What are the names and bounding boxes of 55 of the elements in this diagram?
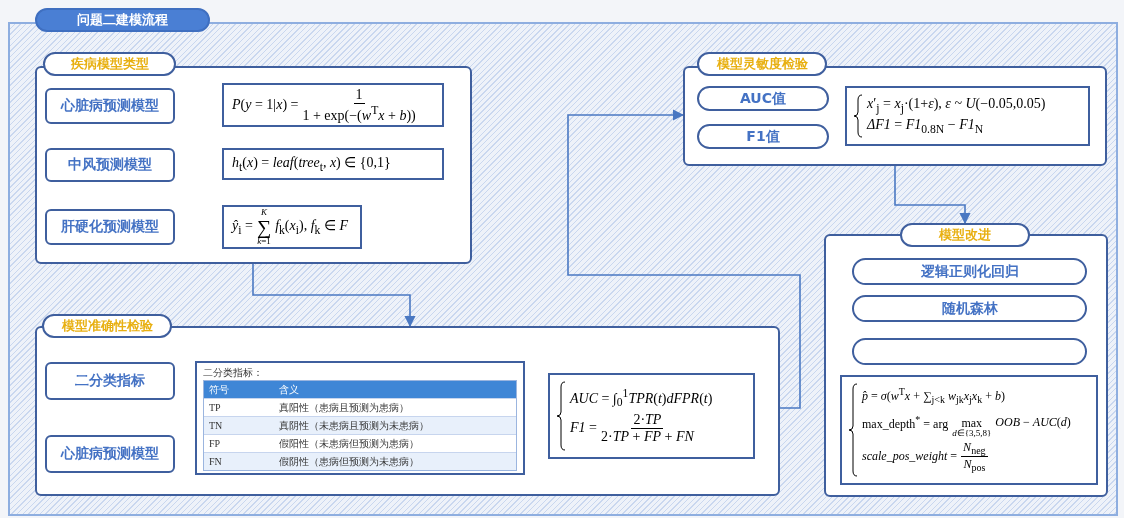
formula-box xyxy=(840,375,1098,485)
formula-text: F1 = xyxy=(570,420,597,437)
formula-text: 2·TP xyxy=(631,411,664,429)
method-pill: AUC值 xyxy=(697,86,829,111)
section-tab: 模型灵敏度检验 xyxy=(697,52,827,76)
model-box: 二分类指标 xyxy=(45,362,175,400)
formula-text: k=1 xyxy=(257,237,271,246)
formula-text: AUC = ∫$_{0}$$^{1}$TPR(t)dFPR(t) xyxy=(570,387,713,410)
arrow xyxy=(567,109,801,409)
formula-text: ŷ$_{i}$ = xyxy=(232,217,253,237)
table-header-cell: 含义 xyxy=(274,381,516,398)
formula-box xyxy=(222,148,444,180)
method-pill: F1值 xyxy=(697,124,829,149)
table-cell: 假阴性（患病但预测为未患病） xyxy=(274,452,516,470)
formula-text: N$_{pos}$ xyxy=(963,457,986,474)
section-tab: 疾病模型类型 xyxy=(43,52,176,76)
model-box: 心脏病预测模型 xyxy=(45,88,175,124)
title-tab: 问题二建模流程 xyxy=(35,8,210,32)
table-caption: 二分类指标： xyxy=(203,366,264,380)
formula-text: d∈{3,5,8} xyxy=(952,428,992,438)
table-panel xyxy=(195,361,525,475)
method-pill: 随机森林 xyxy=(852,295,1087,322)
model-box: 肝硬化预测模型 xyxy=(45,209,175,245)
formula-box xyxy=(548,373,755,459)
formula-text: N$_{neg}$ xyxy=(961,439,988,458)
section-tab: 模型准确性检验 xyxy=(42,314,172,338)
formula-text: 1 xyxy=(353,86,365,104)
formula-text: OOB − AUC(d) xyxy=(995,415,1071,431)
arrow xyxy=(894,165,971,225)
formula-box xyxy=(845,86,1090,146)
table-cell: FN xyxy=(204,452,274,470)
table-cell: 真阴性（未患病且预测为未患病） xyxy=(274,416,516,434)
formula-text: P(y = 1|x) = xyxy=(232,97,299,113)
arrow xyxy=(252,263,416,328)
formula-text: max_depth$^{*}$ = arg xyxy=(862,413,949,432)
table-cell: TN xyxy=(204,416,274,434)
formula-text: x′$_{j}$ = x$_{j}$·(1+ε), ε ~ U(−0.05,0.05) xyxy=(867,96,1046,115)
formula-text: ΔF1 = F1$_{0.8N}$ − F1$_{N}$ xyxy=(867,117,984,136)
formula-text: 1 + exp(−(w$^{T}$x + b)) xyxy=(302,103,416,124)
model-box: 中风预测模型 xyxy=(45,148,175,182)
method-pill xyxy=(852,338,1087,365)
formula-text: max xyxy=(961,416,983,429)
formula-text: p̂ = σ(w$^{T}$x + ∑$_{j<k}$ w$_{jk}$x$_{j}$x$_{k}$ + b) xyxy=(862,386,1005,406)
formula-box xyxy=(222,83,444,127)
formula-box xyxy=(222,205,362,249)
method-pill: 逻辑正则化回归 xyxy=(852,258,1087,285)
table-header-cell: 符号 xyxy=(204,381,274,398)
formula-text: h$_{t}$(x) = leaf(tree$_{t}$, x) ∈ {0,1} xyxy=(232,154,391,174)
model-box: 心脏病预测模型 xyxy=(45,435,175,473)
section-tab: 模型改进 xyxy=(900,223,1030,247)
formula-text: ∑ xyxy=(256,217,272,237)
formula-text: 2·TP + FP + FN xyxy=(600,428,694,445)
formula-text: f$_{k}$(x$_{i}$), f$_{k}$ ∈ F xyxy=(275,217,348,237)
formula-text: K xyxy=(261,208,267,217)
formula-text: scale_pos_weight = xyxy=(862,449,958,465)
